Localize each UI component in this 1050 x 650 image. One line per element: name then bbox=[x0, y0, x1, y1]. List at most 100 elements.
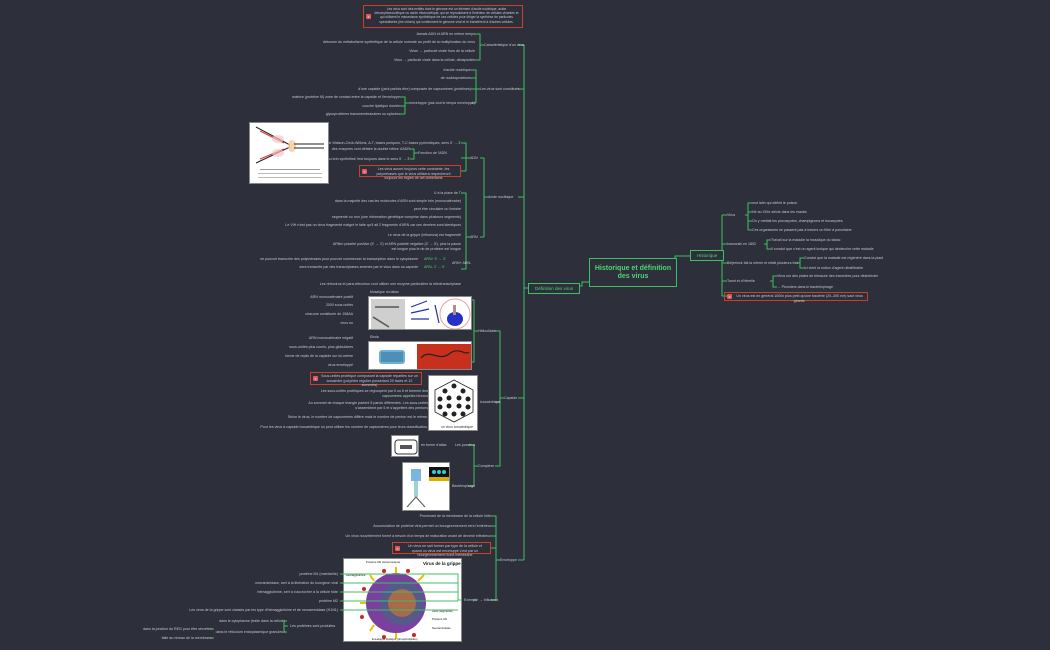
arn-child[interactable]: segmenté ou non (une information génétiq… bbox=[331, 215, 461, 219]
hist-ivanovski-child[interactable]: Travail sur la maladie la mosaïque du ta… bbox=[771, 238, 841, 242]
hist-beijerinck-child[interactable]: Ici vient la notion d'agent ultrafiltrab… bbox=[804, 266, 864, 270]
icosa-image-caption: un virus icosaédrique bbox=[441, 425, 474, 429]
arn-child[interactable]: Le VIH n'est pas un virus fragmenté malg… bbox=[285, 223, 461, 227]
tabac-child[interactable]: chacune constituée de 158AA bbox=[305, 312, 353, 316]
adn-node[interactable]: ADN bbox=[470, 156, 478, 160]
adn-warning-note[interactable]: ×Les virus auront toujours cette contrai… bbox=[359, 165, 461, 180]
caract-child[interactable]: détourne du métabolisme synthétique de l… bbox=[322, 40, 475, 44]
arn-sens-child[interactable]: sera transcrite par des transcriptases a… bbox=[299, 265, 418, 269]
helicoidale-node[interactable]: Hélicoïdale bbox=[478, 329, 496, 333]
hist-twort[interactable]: Twort et d'Hérelle bbox=[727, 279, 755, 283]
proteines-child[interactable]: dans le réticulum endoplasmique granuleu… bbox=[215, 630, 285, 634]
adn-child[interactable]: Découvert par Watson-Crick-Wilkins, A-T,… bbox=[308, 141, 461, 145]
fonction-adn-node[interactable]: Fonction de l'ADN bbox=[418, 151, 447, 155]
exemple-influenza-node[interactable]: Exemple → Influenza bbox=[464, 598, 499, 602]
enveloppe-child[interactable]: Accumulation de protéine viral permet un… bbox=[373, 524, 491, 528]
icosa-child[interactable]: Selon le virus, le nombre de capsomères … bbox=[287, 415, 428, 419]
enveloppe-child[interactable]: Provenant de la membrane de la cellule h… bbox=[419, 514, 491, 518]
tabac-child[interactable]: ARN monocaténaire positif bbox=[310, 295, 353, 299]
branch-historique[interactable]: Historique bbox=[690, 250, 725, 261]
arn-sens-node[interactable]: ARN+ ARN- bbox=[452, 261, 472, 265]
icosa-child[interactable]: Pour les virus à capside icosaédrique on… bbox=[260, 425, 428, 429]
hist-ivanovski[interactable]: Ivanovski en 1892 bbox=[727, 242, 756, 246]
caract-child[interactable]: Virus → particule virale dans la cellule… bbox=[393, 58, 475, 62]
hist-beijerinck-child[interactable]: Conclut que la maladie est régénéré dans… bbox=[804, 256, 884, 260]
ebola-child[interactable]: sous-unités plus courts, plus globulaire… bbox=[289, 345, 353, 349]
bacteriophage-node[interactable]: Bactériophage bbox=[452, 484, 476, 488]
icosa-child[interactable]: Les sous-unités protéiques se regroupent… bbox=[320, 389, 428, 398]
hist-warning-note[interactable]: ×Un virus est en général 1000x plus peti… bbox=[724, 292, 868, 303]
adn-replication-image[interactable] bbox=[249, 122, 329, 184]
enveloppe-node[interactable]: Enveloppe bbox=[500, 558, 517, 562]
arn-child[interactable]: dans la majorité des cas les molécules d… bbox=[334, 199, 461, 203]
ebola-child[interactable]: virus enveloppé bbox=[327, 363, 353, 367]
constitues-child[interactable]: d'acide nucléique bbox=[443, 68, 471, 72]
influenza-child[interactable]: protéine M2 bbox=[319, 599, 338, 603]
influenza-label: Protéine M1 bbox=[432, 617, 448, 621]
tabac-image[interactable] bbox=[368, 296, 472, 330]
root-node[interactable]: Historique et définition des virus bbox=[589, 258, 677, 287]
ebola-caption: Ebola bbox=[370, 335, 379, 339]
ebola-child[interactable]: forme de replis de la capside sur lui-mê… bbox=[285, 354, 353, 358]
retrovirus-note[interactable]: Les rétrovirus et para-rétrovirus vont u… bbox=[319, 282, 461, 286]
caract-child[interactable]: Virion → particule virale hors de la cel… bbox=[409, 49, 475, 53]
arn-child[interactable]: ARNm polarité positive (5' → 3') et ARN … bbox=[332, 242, 461, 251]
proteines-extra[interactable]: dans la jonction du REG pour être sécrét… bbox=[143, 627, 212, 631]
hist-virus-child[interactable]: Né au XIXe siècle dans les marais bbox=[752, 210, 807, 214]
hist-beijerinck[interactable]: Beijerinck fait la même et refait plusie… bbox=[727, 261, 799, 265]
tabac-child[interactable]: 2000 sous unités bbox=[325, 303, 353, 307]
tobacco-mosaic-virus-icon bbox=[371, 298, 471, 329]
proteines-child[interactable]: dans le cytoplasme (traite dans la cellu… bbox=[219, 619, 285, 623]
influenza-image[interactable]: Virus de la grippe Protéine M2 (canal io… bbox=[343, 558, 462, 642]
branch-definition[interactable]: Définition des virus bbox=[528, 283, 581, 294]
capside-node[interactable]: Capside bbox=[504, 396, 518, 400]
ebola-image[interactable] bbox=[368, 341, 472, 370]
hist-virus[interactable]: Virus bbox=[727, 213, 736, 217]
arn-child[interactable]: Le virus de la grippe (influenza) est fr… bbox=[387, 233, 461, 237]
icosa-image[interactable]: un virus icosaédrique bbox=[428, 375, 478, 431]
envelope-child[interactable]: couche lipidique double bbox=[362, 104, 400, 108]
envelope-child[interactable]: glycoprotéines transmembranaires ou spic… bbox=[325, 112, 400, 116]
icosaedrique-node[interactable]: Icosaédrique bbox=[480, 400, 501, 404]
arn-child[interactable]: U à la place de T bbox=[433, 191, 461, 195]
icosa-child[interactable]: Au sommet de chaque triangle partent 5 p… bbox=[308, 401, 428, 410]
envelope-node[interactable]: enveloppe (pas tout le temps enveloppé) bbox=[410, 101, 475, 105]
poxvirus-child[interactable]: en forme d'atlas bbox=[421, 443, 447, 447]
complexe-node[interactable]: Complexe bbox=[478, 464, 495, 468]
arn-node[interactable]: ARN bbox=[470, 235, 478, 239]
bacteriophage-image[interactable] bbox=[402, 462, 450, 511]
proteines-extra[interactable]: faite au niveau de la membrane bbox=[161, 636, 212, 640]
constitues-node[interactable]: Les virus sont constitués bbox=[480, 87, 520, 91]
enveloppe-child[interactable]: Un virus nouvellement formé a besoin d'u… bbox=[345, 534, 491, 538]
hist-virus-child[interactable]: Ces organismes ne passent pas à travers … bbox=[752, 228, 852, 232]
fonction-child[interactable]: le nouveau brin synthétisé l'est toujour… bbox=[314, 157, 410, 161]
influenza-child[interactable]: neuraminidase, sert à la libération du b… bbox=[255, 581, 338, 585]
hist-virus-child[interactable]: mot latin qui définit le poison bbox=[752, 201, 798, 205]
envelope-child[interactable]: matrice (protéine M) zone de contact ent… bbox=[292, 95, 400, 99]
constitues-child[interactable]: de nucléoprotéines bbox=[440, 76, 471, 80]
acide-nucleique-node[interactable]: Acide nucléique bbox=[488, 195, 514, 199]
constitues-child[interactable]: d'une capside (peut parfois être) compos… bbox=[358, 87, 471, 91]
influenza-child[interactable]: protéine M1 (matricielle) bbox=[299, 572, 338, 576]
tabac-child[interactable]: virus nu bbox=[340, 321, 353, 325]
definition-top-note[interactable]: ×Les virus sont des entités dont le géno… bbox=[363, 5, 523, 28]
proteines-node[interactable]: Les protéines sont produites bbox=[290, 624, 336, 628]
warning-text: Un virus est en général 1000x plus petit… bbox=[736, 294, 863, 303]
arn-child[interactable]: peut être circulaire ou linéaire bbox=[413, 207, 461, 211]
caracteristique-node[interactable]: Caractéristique d'un virus bbox=[484, 43, 525, 47]
arn-sens-child[interactable]: ne pouvoir transcrire des polymérases po… bbox=[260, 257, 418, 261]
hist-ivanovski-child[interactable]: Il conclut que c'est un agent toxique qu… bbox=[771, 247, 874, 251]
caract-child[interactable]: Jamais ADN et ARN en même temps bbox=[416, 32, 475, 36]
hist-virus-child[interactable]: On y mettait les procaryotes, champignon… bbox=[752, 219, 843, 223]
influenza-child[interactable]: Les virus de la grippe sont classés par … bbox=[189, 608, 338, 612]
icosa-warning-note[interactable]: ×Sous-unités protéique composant la caps… bbox=[310, 372, 422, 387]
enveloppe-warning-note[interactable]: ×Un virus ne sait former par type de la … bbox=[392, 542, 491, 557]
hist-twort-child[interactable]: → Pionniers dans le bactériophage bbox=[777, 285, 833, 289]
poxvirus-image[interactable] bbox=[391, 435, 419, 457]
poxvirus-node[interactable]: Les poxvirus bbox=[455, 443, 476, 447]
fonction-child[interactable]: des enzymes vont défaire la double hélic… bbox=[331, 147, 410, 151]
hist-twort-child[interactable]: Virus sur des plaies de blessure des tra… bbox=[777, 274, 879, 278]
influenza-child[interactable]: hémagglutinine, sert à s'accrocher à la … bbox=[257, 590, 338, 594]
ebola-child[interactable]: ARN monocaténaire négatif bbox=[308, 336, 353, 340]
